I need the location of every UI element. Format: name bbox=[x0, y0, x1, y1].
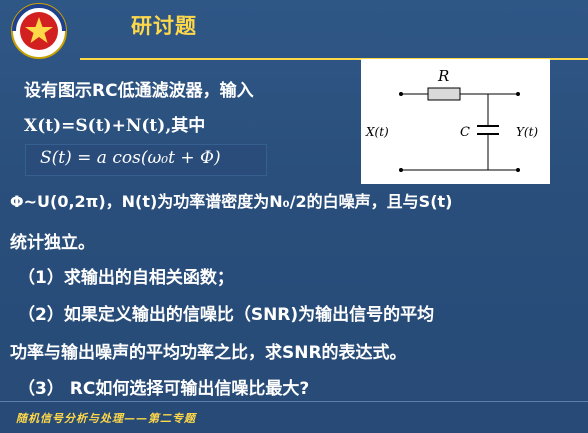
footer-divider bbox=[0, 401, 588, 402]
capacitor-label: C bbox=[460, 125, 470, 140]
resistor-symbol bbox=[427, 87, 461, 101]
resistor-label: R bbox=[437, 67, 449, 85]
footer-text: 随机信号分析与处理——第二专题 bbox=[16, 412, 196, 425]
output-label: Y(t) bbox=[516, 125, 538, 139]
problem-line-4: 统计独立。 bbox=[10, 233, 95, 253]
problem-line-2: X(t)=S(t)+N(t),其中 bbox=[24, 116, 206, 136]
equation-box bbox=[25, 144, 267, 176]
question-1: （1）求输出的自相关函数； bbox=[18, 268, 234, 288]
rc-circuit-diagram: R C X(t) Y(t) bbox=[361, 59, 550, 184]
university-logo bbox=[11, 3, 67, 59]
signal-equation: S(t) = a cos(ω₀t + Φ) bbox=[40, 148, 221, 168]
slide-title: 研讨题 bbox=[131, 13, 197, 38]
problem-line-1: 设有图示RC低通滤波器，输入 bbox=[24, 81, 254, 101]
problem-line-3: Φ~U(0,2π)，N(t)为功率谱密度为N₀/2的白噪声，且与S(t) bbox=[10, 192, 453, 211]
question-3: （3） RC如何选择可输出信噪比最大? bbox=[18, 379, 310, 399]
input-label: X(t) bbox=[365, 125, 389, 139]
question-2-line-2: 功率与输出噪声的平均功率之比，求SNR的表达式。 bbox=[10, 343, 407, 363]
question-2-line-1: （2）如果定义输出的信噪比（SNR)为输出信号的平均 bbox=[18, 305, 435, 325]
title-divider bbox=[80, 58, 588, 60]
